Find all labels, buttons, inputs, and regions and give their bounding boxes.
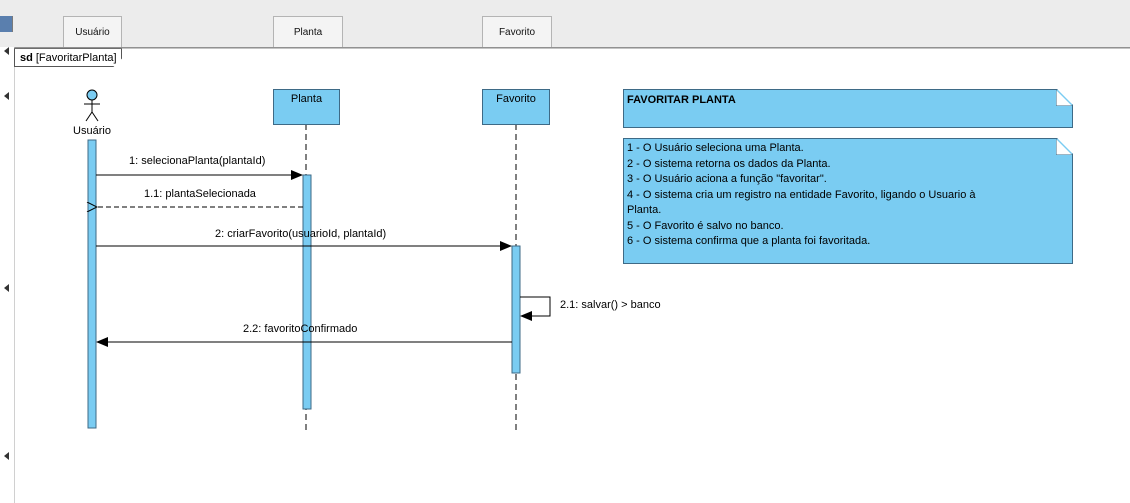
message-label-2-1: 2.1: salvar() > banco [560,299,661,311]
ruler-marker-icon[interactable] [4,284,9,292]
corner-selector[interactable] [0,16,13,32]
lifeline-head-favorito[interactable]: Favorito [482,89,550,125]
note-step-line: Planta. [627,204,662,216]
note-steps-body: 1 - O Usuário seleciona uma Planta. 2 - … [624,139,1072,252]
message-arrow-2-1[interactable] [520,296,551,321]
lane-header-bar: Usuário Planta Favorito [0,0,1130,48]
frame-name: [FavoritarPlanta] [35,52,117,64]
activation-usuario[interactable] [87,139,97,429]
note-step-line: 4 - O sistema cria um registro na entida… [627,188,976,201]
note-step-line: 3 - O Usuário aciona a função "favoritar… [627,173,827,185]
actor-label: Usuário [73,125,111,137]
activation-planta[interactable] [302,174,312,410]
note-fold-icon [1056,90,1072,106]
frame-keyword: sd [20,52,33,64]
note-steps[interactable]: 1 - O Usuário seleciona uma Planta. 2 - … [623,138,1073,264]
message-label-2-2: 2.2: favoritoConfirmado [243,323,358,335]
note-step-line: 6 - O sistema confirma que a planta foi … [627,235,871,247]
frame-label[interactable]: sd[FavoritarPlanta] [14,48,122,67]
note-step-line: 5 - O Favorito é salvo no banco. [627,219,784,232]
note-title[interactable]: FAVORITAR PLANTA [623,89,1073,128]
message-label-1-1: 1.1: plantaSelecionada [144,188,256,200]
note-step-line: 2 - O sistema retorna os dados da Planta… [627,157,831,170]
message-label-1: 1: selecionaPlanta(plantaId) [129,155,266,167]
lane-tab-usuario[interactable]: Usuário [63,16,122,47]
note-title-text: FAVORITAR PLANTA [627,94,736,106]
ruler-marker-icon[interactable] [4,47,9,55]
lane-tab-planta[interactable]: Planta [273,16,343,47]
lifeline-head-planta[interactable]: Planta [273,89,340,125]
ruler-marker-icon[interactable] [4,452,9,460]
ruler-marker-icon[interactable] [4,92,9,100]
left-ruler [0,47,15,503]
actor-stick-figure-icon[interactable] [84,89,100,122]
note-fold-icon [1056,139,1072,155]
lane-tab-favorito[interactable]: Favorito [482,16,552,47]
note-step-line: 1 - O Usuário seleciona uma Planta. [627,142,804,154]
message-label-2: 2: criarFavorito(usuarioId, plantaId) [215,228,387,240]
activation-favorito[interactable] [511,245,521,374]
